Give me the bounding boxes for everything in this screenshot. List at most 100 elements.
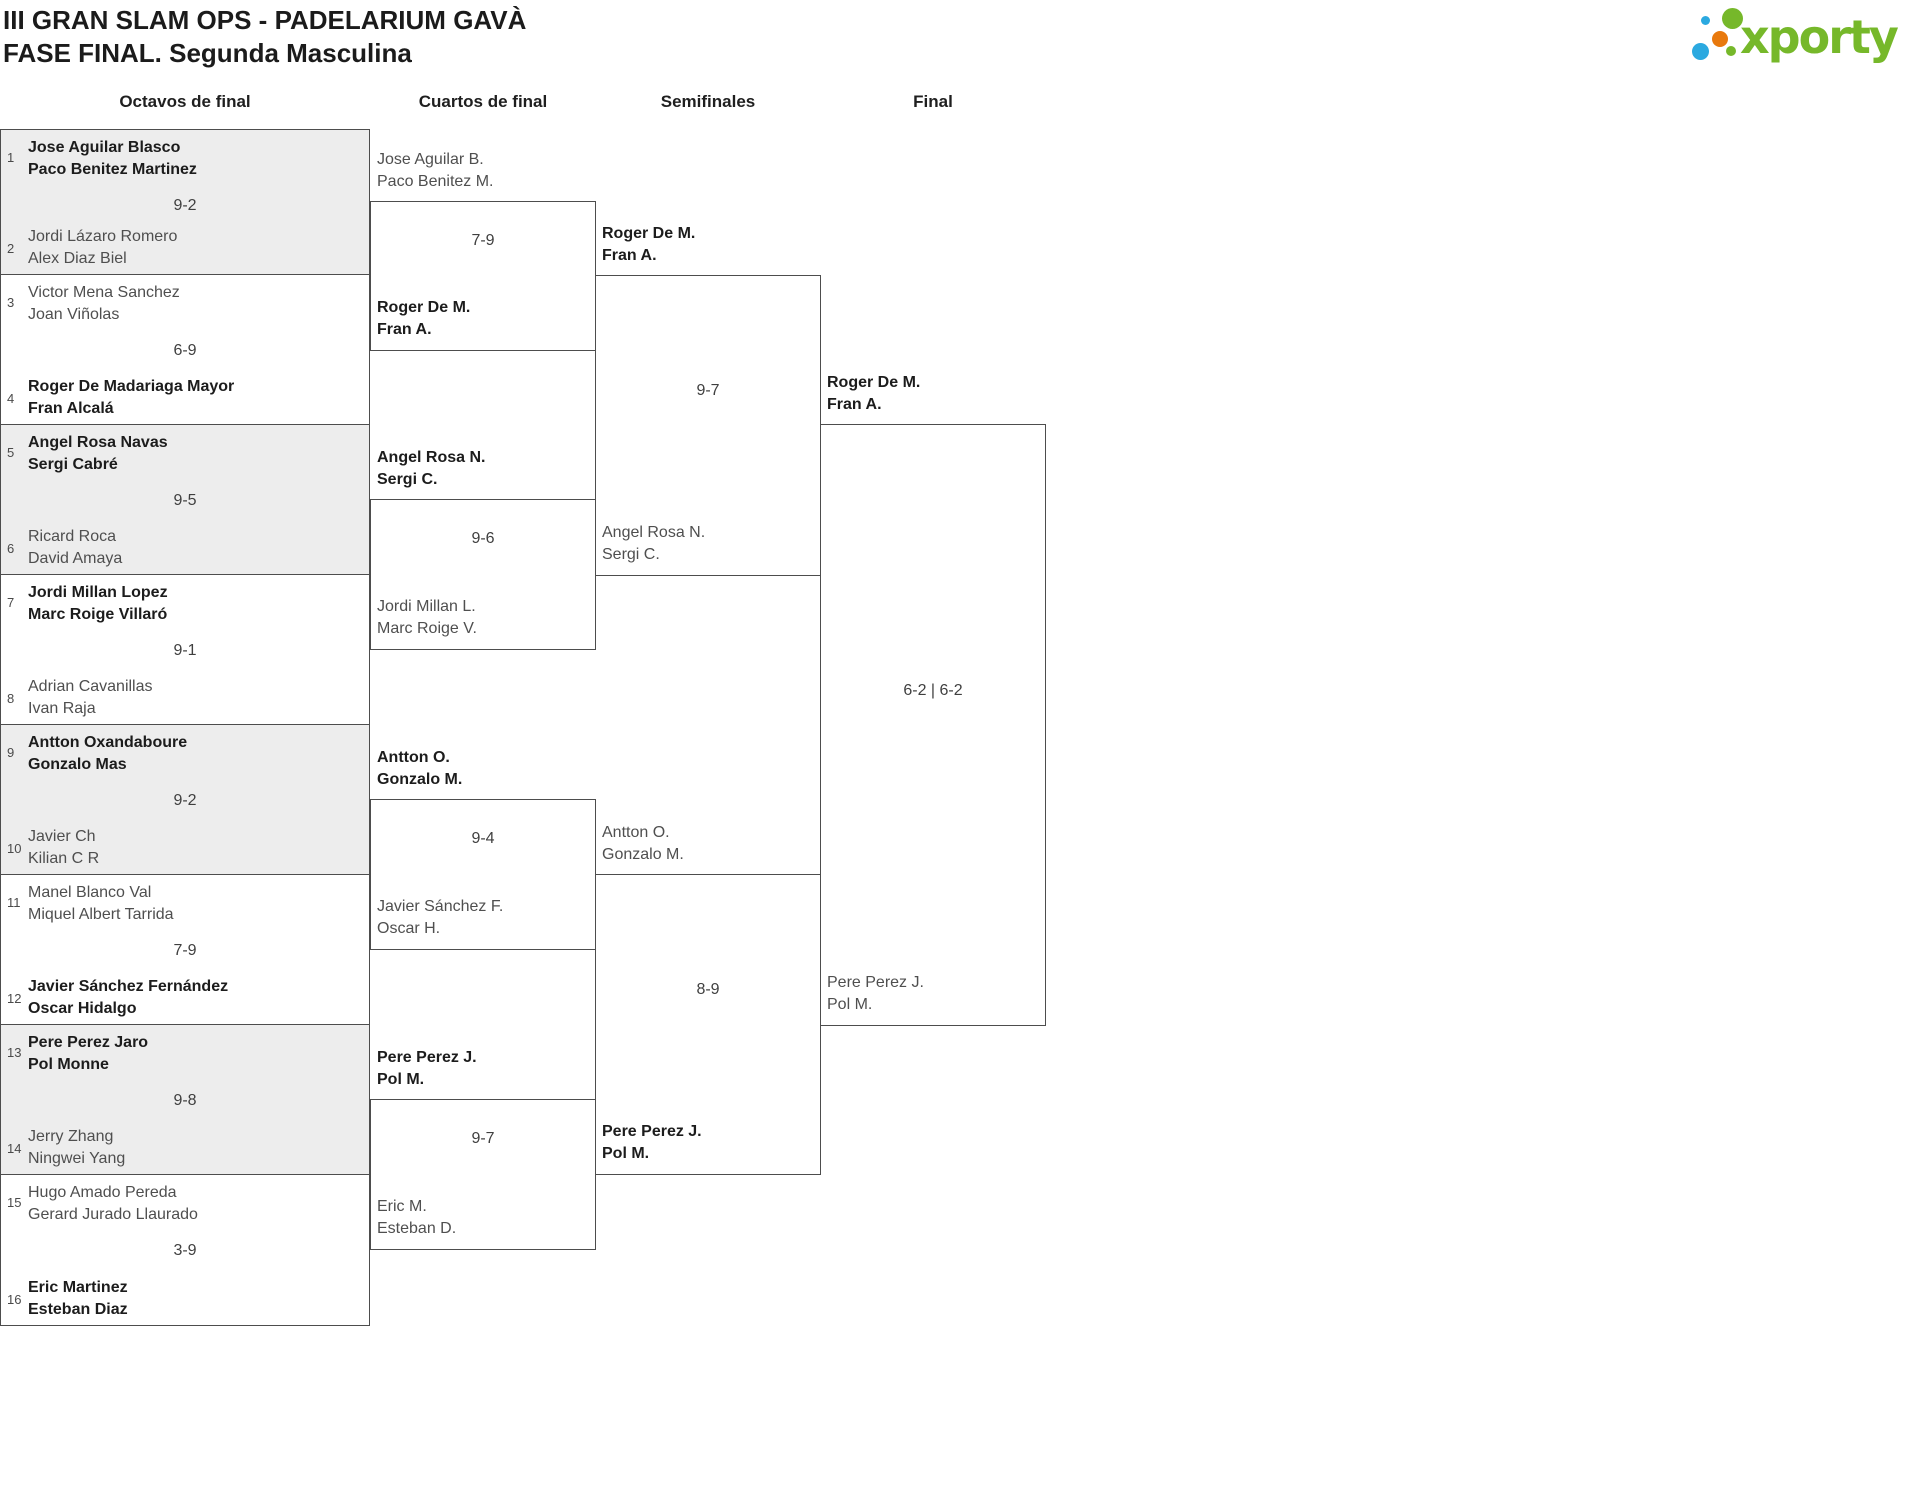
player-name: Antton O. bbox=[377, 749, 450, 766]
team-names: Adrian Cavanillas Ivan Raja bbox=[28, 676, 153, 720]
logo-dot-green-small bbox=[1726, 46, 1736, 56]
match-score: 3-9 bbox=[173, 1242, 197, 1259]
player-name: Jordi Lázaro Romero bbox=[28, 228, 178, 245]
player-name: Angel Rosa N. bbox=[377, 449, 486, 466]
player-name: Ricard Roca bbox=[28, 528, 117, 545]
player-name: Javier Sánchez F. bbox=[377, 898, 504, 915]
round-header-final: Final bbox=[913, 92, 953, 111]
match-score: 9-1 bbox=[173, 642, 197, 659]
player-name: Angel Rosa N. bbox=[602, 524, 706, 541]
seed-number: 9 bbox=[7, 745, 15, 760]
team-names: Eric M. Esteban D. bbox=[377, 1196, 456, 1240]
player-name: Victor Mena Sanchez bbox=[28, 284, 180, 301]
team-names: Jordi Lázaro Romero Alex Diaz Biel bbox=[28, 226, 177, 270]
team-names: Jordi Millan Lopez Marc Roige Villaró bbox=[28, 582, 168, 626]
seed-number: 3 bbox=[7, 295, 15, 310]
seed-number: 15 bbox=[7, 1195, 22, 1210]
tournament-subtitle: FASE FINAL. Segunda Masculina bbox=[3, 38, 412, 68]
r16-match-3: 5 Angel Rosa Navas Sergi Cabré 9-5 6 Ric… bbox=[0, 424, 370, 575]
team-names: Antton O. Gonzalo M. bbox=[377, 747, 462, 791]
player-name: Esteban Diaz bbox=[28, 1301, 128, 1318]
player-name: Sergi Cabré bbox=[28, 456, 118, 473]
player-name: Marc Roige Villaró bbox=[28, 606, 168, 623]
seed-number: 6 bbox=[7, 541, 15, 556]
seed-number: 11 bbox=[7, 895, 21, 910]
team-names: Angel Rosa N. Sergi C. bbox=[602, 522, 705, 566]
round-header-octavos: Octavos de final bbox=[119, 92, 251, 111]
xporty-logo[interactable]: xporty bbox=[1688, 0, 1918, 70]
team-names: Pere Perez J. Pol M. bbox=[827, 972, 924, 1016]
team-names: Javier Sánchez Fernández Oscar Hidalgo bbox=[28, 976, 228, 1020]
player-name: Pere Perez J. bbox=[377, 1049, 477, 1066]
team-names: Roger De M. Fran A. bbox=[827, 372, 920, 416]
player-name: Roger De Madariaga Mayor bbox=[28, 378, 235, 395]
seed-number: 14 bbox=[7, 1141, 22, 1156]
player-name: Paco Benitez M. bbox=[377, 173, 494, 190]
logo-dot-blue-large bbox=[1692, 43, 1709, 60]
match-score: 9-4 bbox=[471, 830, 495, 847]
r16-match-1: 1 Jose Aguilar Blasco Paco Benitez Marti… bbox=[0, 129, 370, 275]
team-names: Angel Rosa Navas Sergi Cabré bbox=[28, 432, 168, 476]
team-names: Javier Sánchez F. Oscar H. bbox=[377, 896, 503, 940]
player-name: Pol M. bbox=[377, 1071, 425, 1088]
player-name: Oscar H. bbox=[377, 920, 441, 937]
team-names: Pere Perez Jaro Pol Monne bbox=[28, 1032, 148, 1076]
player-name: Roger De M. bbox=[827, 374, 921, 391]
player-name: Jerry Zhang bbox=[28, 1128, 114, 1145]
team-names: Pere Perez J. Pol M. bbox=[602, 1121, 702, 1165]
team-names: Javier Ch Kilian C R bbox=[28, 826, 99, 870]
match-score: 6-2 | 6-2 bbox=[903, 682, 963, 699]
player-name: Eric M. bbox=[377, 1198, 427, 1215]
r16-match-2: 3 Victor Mena Sanchez Joan Viñolas 6-9 4… bbox=[0, 274, 370, 425]
player-name: Gonzalo M. bbox=[377, 771, 463, 788]
team-names: Roger De M. Fran A. bbox=[377, 297, 470, 341]
player-name: Oscar Hidalgo bbox=[28, 1000, 137, 1017]
team-names: Victor Mena Sanchez Joan Viñolas bbox=[28, 282, 180, 326]
team-names: Jose Aguilar B. Paco Benitez M. bbox=[377, 149, 494, 193]
final-match-box bbox=[820, 424, 1046, 1026]
player-name: Fran A. bbox=[827, 396, 882, 413]
player-name: Kilian C R bbox=[28, 850, 100, 867]
player-name: Adrian Cavanillas bbox=[28, 678, 153, 695]
logo-dot-blue-small bbox=[1701, 16, 1710, 25]
match-score: 7-9 bbox=[173, 942, 197, 959]
match-score: 9-2 bbox=[173, 197, 197, 214]
match-score: 9-6 bbox=[471, 530, 495, 547]
player-name: Jordi Millan Lopez bbox=[28, 584, 168, 601]
r16-match-5: 9 Antton Oxandaboure Gonzalo Mas 9-2 10 … bbox=[0, 724, 370, 875]
player-name: Ivan Raja bbox=[28, 700, 96, 717]
team-names: Roger De M. Fran A. bbox=[602, 223, 695, 267]
team-names: Pere Perez J. Pol M. bbox=[377, 1047, 477, 1091]
seed-number: 12 bbox=[7, 991, 22, 1006]
player-name: Pere Perez Jaro bbox=[28, 1034, 149, 1051]
player-name: Fran Alcalá bbox=[28, 400, 114, 417]
player-name: Gerard Jurado Llaurado bbox=[28, 1206, 198, 1223]
seed-number: 10 bbox=[7, 841, 22, 856]
r16-match-8: 15 Hugo Amado Pereda Gerard Jurado Llaur… bbox=[0, 1174, 370, 1326]
player-name: Jose Aguilar B. bbox=[377, 151, 484, 168]
tournament-title: III GRAN SLAM OPS - PADELARIUM GAVÀ bbox=[3, 5, 527, 35]
seed-number: 1 bbox=[7, 150, 15, 165]
match-score: 6-9 bbox=[173, 342, 197, 359]
match-score: 8-9 bbox=[696, 981, 720, 998]
player-name: Fran A. bbox=[602, 247, 657, 264]
player-name: Sergi C. bbox=[602, 546, 660, 563]
match-score: 9-8 bbox=[173, 1092, 197, 1109]
player-name: Esteban D. bbox=[377, 1220, 457, 1237]
team-names: Jose Aguilar Blasco Paco Benitez Martine… bbox=[28, 137, 197, 181]
player-name: Jordi Millan L. bbox=[377, 598, 476, 615]
logo-dot-green-large bbox=[1722, 8, 1743, 29]
player-name: Gonzalo Mas bbox=[28, 756, 127, 773]
player-name: Joan Viñolas bbox=[28, 306, 120, 323]
r16-match-4: 7 Jordi Millan Lopez Marc Roige Villaró … bbox=[0, 574, 370, 725]
seed-number: 16 bbox=[7, 1292, 22, 1307]
team-names: Ricard Roca David Amaya bbox=[28, 526, 122, 570]
player-name: Angel Rosa Navas bbox=[28, 434, 168, 451]
player-name: Fran A. bbox=[377, 321, 432, 338]
player-name: Ningwei Yang bbox=[28, 1150, 126, 1167]
player-name: Pere Perez J. bbox=[827, 974, 924, 991]
logo-dot-orange bbox=[1712, 31, 1728, 47]
match-score: 9-7 bbox=[471, 1130, 495, 1147]
match-score: 7-9 bbox=[471, 232, 495, 249]
